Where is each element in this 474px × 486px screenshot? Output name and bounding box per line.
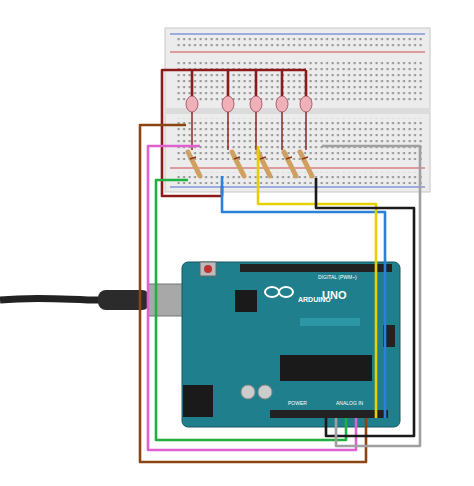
breadboard (165, 28, 430, 192)
board-label: ANALOG IN (336, 401, 363, 406)
wires (140, 70, 420, 462)
wires-part (316, 178, 414, 436)
photoresistors-part (300, 96, 312, 112)
breadboard-part (165, 108, 430, 114)
breadboard-part (170, 187, 425, 188)
arduino-board-part (279, 287, 293, 297)
arduino-board-part (270, 410, 388, 418)
arduino-board-part (241, 385, 255, 399)
breadboard-part (175, 62, 423, 104)
usb-cable-part (98, 290, 150, 310)
resistors-part (258, 152, 270, 176)
arduino-board-part (182, 262, 400, 427)
resistor-bands (190, 157, 308, 159)
resistor-bands-part (302, 157, 308, 159)
wires-part (184, 70, 306, 96)
arduino-board (182, 262, 400, 427)
wires-part (148, 146, 356, 450)
resistors-part (300, 152, 312, 176)
arduino-board-part (183, 385, 213, 417)
photoresistors-part (276, 96, 288, 112)
wires-part (322, 146, 420, 446)
arduino-board-part (280, 355, 372, 381)
usb-cable (0, 284, 190, 316)
arduino-board-part (200, 262, 216, 276)
arduino-board-part (265, 287, 279, 297)
resistor-bands-part (260, 157, 266, 159)
breadboard-part (170, 52, 425, 53)
resistors (188, 152, 312, 176)
breadboard-part (165, 28, 430, 192)
wires-part (222, 176, 385, 418)
usb-cable-part (0, 298, 100, 300)
photoresistors-part (222, 96, 234, 112)
photoresistors-part (250, 96, 262, 112)
arduino-board-part (235, 290, 257, 312)
arduino-board-part (240, 264, 392, 272)
resistor-bands-part (286, 157, 292, 159)
resistor-bands-part (190, 157, 196, 159)
wires-part (156, 180, 346, 440)
board-label: DIGITAL (PWM~) (318, 275, 357, 280)
arduino-board-part (300, 318, 360, 326)
wires-part (192, 112, 306, 150)
arduino-board-part (258, 385, 272, 399)
breadboard-part (175, 38, 423, 50)
breadboard-part (175, 172, 423, 184)
photoresistors-part (186, 96, 198, 112)
resistors-part (232, 152, 244, 176)
resistors-part (284, 152, 296, 176)
board-label: POWER (288, 401, 307, 406)
photoresistors (186, 96, 312, 112)
arduino-board-part (204, 265, 212, 273)
resistors-part (188, 152, 200, 176)
breadboard-part (170, 168, 425, 169)
board-label: ARDUINO (298, 296, 331, 303)
breadboard-part (170, 34, 425, 35)
resistor-bands-part (234, 157, 240, 159)
wires-part (140, 125, 366, 462)
